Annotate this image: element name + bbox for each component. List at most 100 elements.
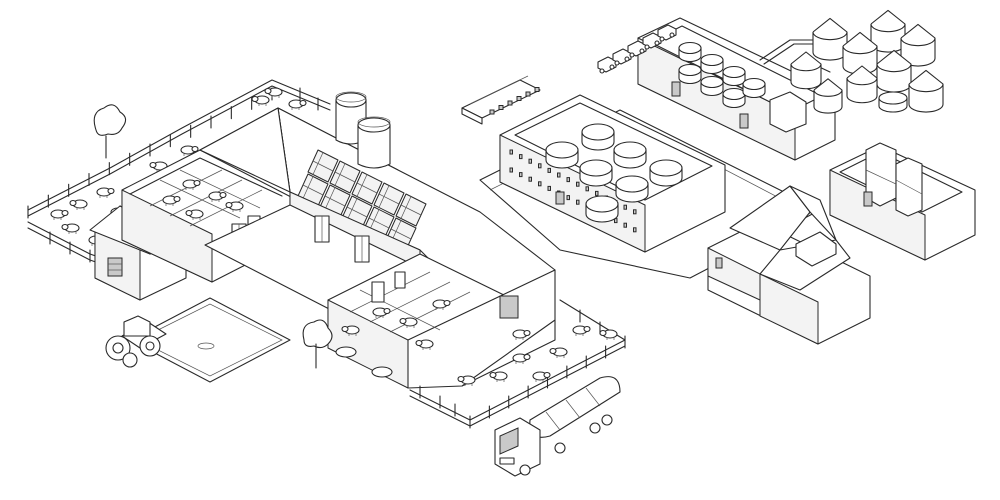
- conveyor-segment: [498, 105, 504, 110]
- storage-tank-icon: [649, 159, 683, 187]
- silo-icon: [357, 116, 391, 169]
- silo-icon: [900, 23, 936, 67]
- window: [528, 176, 532, 182]
- pig-icon: [549, 347, 568, 358]
- pig-group-right: [457, 325, 618, 386]
- window: [633, 209, 637, 215]
- window: [623, 222, 627, 228]
- pig-icon: [489, 371, 508, 382]
- pig-icon: [162, 195, 181, 206]
- storage-tank-icon: [581, 123, 615, 151]
- pig-icon: [182, 179, 201, 190]
- delivery-van-icon: [597, 56, 617, 74]
- storage-tank-icon: [878, 91, 908, 113]
- storage-tank-group: [545, 123, 683, 223]
- grain-silo-cluster: [790, 9, 944, 114]
- window: [566, 177, 570, 183]
- storage-tank-group: [678, 41, 766, 109]
- pig-icon: [251, 95, 270, 106]
- silo-icon: [842, 31, 878, 75]
- silo-icon: [813, 78, 843, 114]
- pig-icon: [180, 145, 199, 156]
- storage-tank-icon: [545, 141, 579, 169]
- pig-farm: [27, 79, 626, 477]
- conveyor-segment: [534, 87, 540, 92]
- storage-tank-icon: [678, 41, 702, 63]
- window: [519, 172, 523, 178]
- window: [633, 227, 637, 233]
- silo-icon: [790, 51, 822, 90]
- window: [557, 172, 561, 178]
- pig-icon: [225, 201, 244, 212]
- pig-icon: [512, 329, 531, 340]
- storage-tank-icon: [585, 195, 619, 223]
- storage-tank-icon: [335, 346, 393, 378]
- pig-icon: [341, 325, 360, 336]
- tractor-icon: [105, 315, 167, 368]
- window: [576, 181, 580, 187]
- window: [576, 199, 580, 205]
- window: [585, 186, 589, 192]
- pig-icon: [572, 325, 591, 336]
- conveyor-belt: [461, 75, 541, 125]
- office-building: [707, 185, 871, 345]
- barn-right-wing: [327, 253, 556, 389]
- pig-icon: [457, 375, 476, 386]
- window: [519, 154, 523, 160]
- silo-icon: [876, 49, 912, 93]
- delivery-van-icon: [642, 32, 662, 50]
- window: [538, 181, 542, 187]
- pig-icon: [96, 187, 115, 198]
- storage-tank-icon: [722, 65, 746, 87]
- storage-tank-icon: [613, 141, 647, 169]
- silo-icon: [812, 17, 848, 61]
- storage-tank-icon: [700, 75, 724, 97]
- delivery-van-icon: [657, 24, 677, 42]
- storage-tank-icon: [722, 87, 746, 109]
- barn-left-wing: [121, 149, 291, 283]
- window: [623, 204, 627, 210]
- window: [547, 167, 551, 173]
- silo-pair: [335, 91, 391, 169]
- pig-icon: [50, 209, 69, 220]
- storage-tank-icon: [615, 175, 649, 203]
- conveyor-segment: [525, 91, 531, 97]
- pig-icon: [69, 199, 88, 210]
- tanker-truck-icon: [494, 376, 621, 477]
- pasture-fence-right: [409, 299, 626, 429]
- pig-group-barn: [162, 179, 451, 350]
- silo-icon: [846, 65, 878, 104]
- tree-icon: [302, 319, 333, 369]
- conveyor-segment: [507, 100, 513, 106]
- pig-icon: [599, 329, 618, 340]
- storage-tank-icon: [579, 159, 613, 187]
- window: [509, 149, 513, 155]
- window: [538, 163, 542, 169]
- delivery-van-icon: [612, 48, 632, 66]
- conveyor-segment: [516, 96, 522, 101]
- processing-plant: [461, 9, 976, 345]
- delivery-van-icon: [627, 40, 647, 58]
- manure-lagoon: [129, 297, 291, 383]
- window: [547, 185, 551, 191]
- pig-icon: [372, 307, 391, 318]
- window: [595, 190, 599, 196]
- silo-icon: [908, 69, 944, 113]
- storage-tank-icon: [700, 53, 724, 75]
- pig-icon: [288, 99, 307, 110]
- delivery-van-row: [489, 24, 677, 115]
- pig-icon: [399, 317, 418, 328]
- pig-icon: [415, 339, 434, 350]
- storage-tank-icon: [742, 77, 766, 99]
- window: [509, 167, 513, 173]
- pig-icon: [532, 371, 551, 382]
- pig-icon: [208, 191, 227, 202]
- tower-building: [829, 142, 976, 261]
- conveyor-segment: [489, 109, 495, 115]
- pig-icon: [432, 299, 451, 310]
- pig-icon: [185, 209, 204, 220]
- pig-icon: [61, 223, 80, 234]
- pig-icon: [512, 353, 531, 364]
